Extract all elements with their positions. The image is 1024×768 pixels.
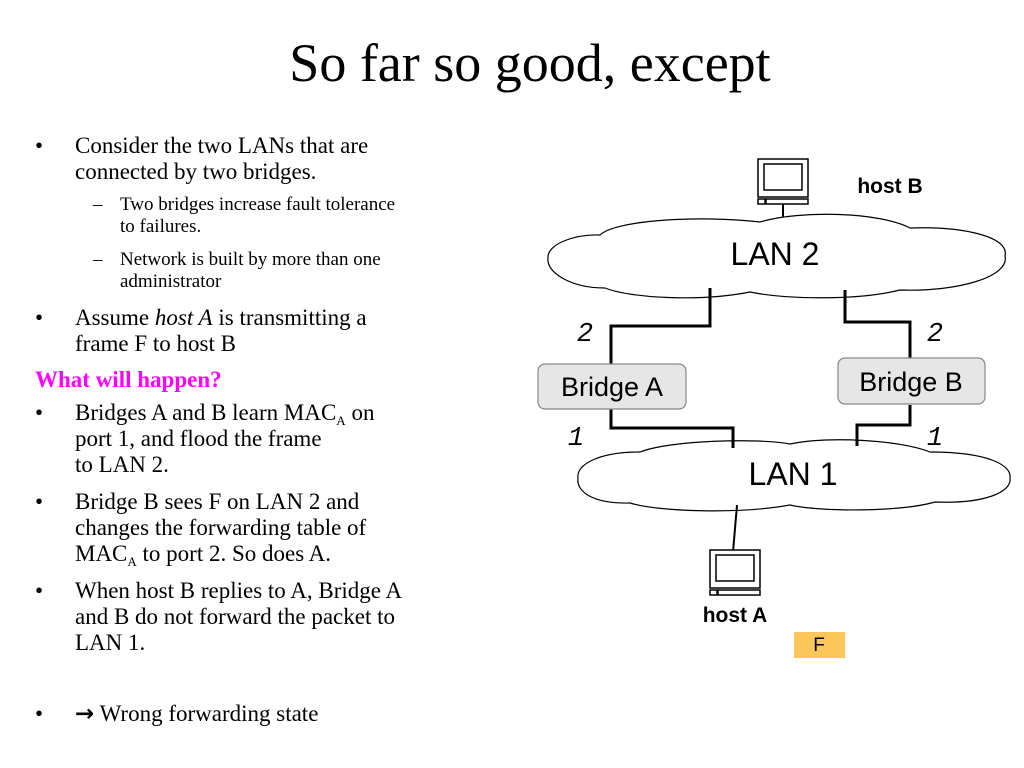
- host-a-label: host A: [703, 604, 768, 627]
- sub-bullet-1-line-2: to failures.: [120, 216, 202, 237]
- bullet-2-line-2: frame F to host B: [75, 331, 236, 356]
- host-a-computer-icon: [709, 549, 761, 596]
- bullet-2-post: is transmitting a: [212, 305, 367, 330]
- bullet-5-line-2: and B do not forward the packet to: [75, 604, 395, 629]
- lan1-cloud: [577, 439, 1011, 512]
- bullet-4-mac: MAC: [75, 541, 128, 566]
- lan2-label: LAN 2: [731, 236, 820, 272]
- sub-bullet-2-line-2: administrator: [120, 271, 222, 292]
- bullet-4-line-3: MACA to port 2. So does A.: [75, 541, 366, 569]
- bullet-4-post: to port 2. So does A.: [136, 541, 332, 566]
- bullet-3-line-1: Bridges A and B learn MACA on: [75, 400, 375, 428]
- bridge-b-box: [837, 357, 986, 405]
- sub-bullet-2-line-1: Network is built by more than one: [120, 249, 381, 270]
- question-heading: What will happen?: [35, 367, 222, 392]
- bullet-5: • When host B replies to A, Bridge A and…: [35, 578, 403, 656]
- bridge-b-label: Bridge B: [859, 367, 963, 397]
- bridge-a-label: Bridge A: [561, 372, 663, 402]
- bullet-3-line-2: port 1, and flood the frame: [75, 426, 322, 451]
- slide-title: So far so good, except: [289, 33, 771, 93]
- bullet-mark: •: [35, 701, 44, 726]
- bullet-mark: •: [35, 489, 44, 514]
- bridge-a-box: [537, 363, 687, 410]
- bridge-b-port1-link: [855, 405, 912, 446]
- bridge-b-port2-link: [843, 290, 912, 358]
- right-arrow-icon: →: [75, 701, 95, 727]
- bridge-a-port-2: 2: [577, 320, 593, 350]
- host-b-computer-icon: [757, 158, 809, 205]
- dash-mark: –: [93, 249, 103, 270]
- bridge-a-port1-link: [609, 408, 735, 448]
- bullet-4-subscript: A: [127, 554, 137, 569]
- frame-f-label: F: [813, 635, 825, 656]
- bullet-6-text: Wrong forwarding state: [94, 701, 319, 726]
- bullet-2-emphasis: host A: [154, 305, 213, 330]
- bullet-mark: •: [35, 305, 44, 330]
- sub-bullet-1: – Two bridges increase fault tolerance t…: [93, 194, 396, 238]
- bullet-mark: •: [35, 133, 44, 158]
- bullet-1-line-2: connected by two bridges.: [75, 159, 317, 184]
- bullet-3: • Bridges A and B learn MACA on port 1, …: [35, 400, 375, 478]
- bridge-b-port-1: 1: [927, 424, 943, 454]
- bullet-4: • Bridge B sees F on LAN 2 and changes t…: [35, 489, 367, 569]
- bullet-1-line-1: Consider the two LANs that are: [75, 133, 369, 158]
- bullet-3-on: on: [345, 400, 375, 425]
- bridge-b-port-2: 2: [927, 320, 943, 350]
- frame-f-box: [794, 632, 845, 658]
- bullet-6-line-1: → Wrong forwarding state: [75, 701, 318, 727]
- host-a-link: [732, 504, 738, 553]
- bullet-2-pre: Assume: [75, 305, 155, 330]
- bullet-1: • Consider the two LANs that are connect…: [35, 133, 369, 185]
- bullet-3-subscript: A: [336, 413, 346, 428]
- lan1-label: LAN 1: [749, 456, 838, 492]
- bridge-a-port2-link: [609, 288, 712, 365]
- bullet-2-line-1: Assume host A is transmitting a: [75, 305, 367, 331]
- bullet-3-line-3: to LAN 2.: [75, 452, 169, 477]
- sub-bullet-1-line-1: Two bridges increase fault tolerance: [120, 194, 396, 215]
- host-b-label: host B: [857, 175, 922, 198]
- bullet-mark: •: [35, 578, 44, 603]
- bullet-2: • Assume host A is transmitting a frame …: [35, 305, 367, 357]
- dash-mark: –: [93, 194, 103, 215]
- sub-bullet-2: – Network is built by more than one admi…: [93, 249, 381, 293]
- bullet-5-line-1: When host B replies to A, Bridge A: [75, 578, 403, 603]
- bullet-4-line-2: changes the forwarding table of: [75, 515, 367, 540]
- bullet-3-mac-text: Bridges A and B learn MAC: [75, 400, 337, 425]
- bullet-4-line-1: Bridge B sees F on LAN 2 and: [75, 489, 360, 514]
- bridge-a-port-1: 1: [568, 424, 584, 454]
- lan2-cloud: [547, 213, 1006, 299]
- bullet-mark: •: [35, 400, 44, 425]
- bullet-5-line-3: LAN 1.: [75, 630, 146, 655]
- bullet-6: • → Wrong forwarding state: [35, 701, 318, 727]
